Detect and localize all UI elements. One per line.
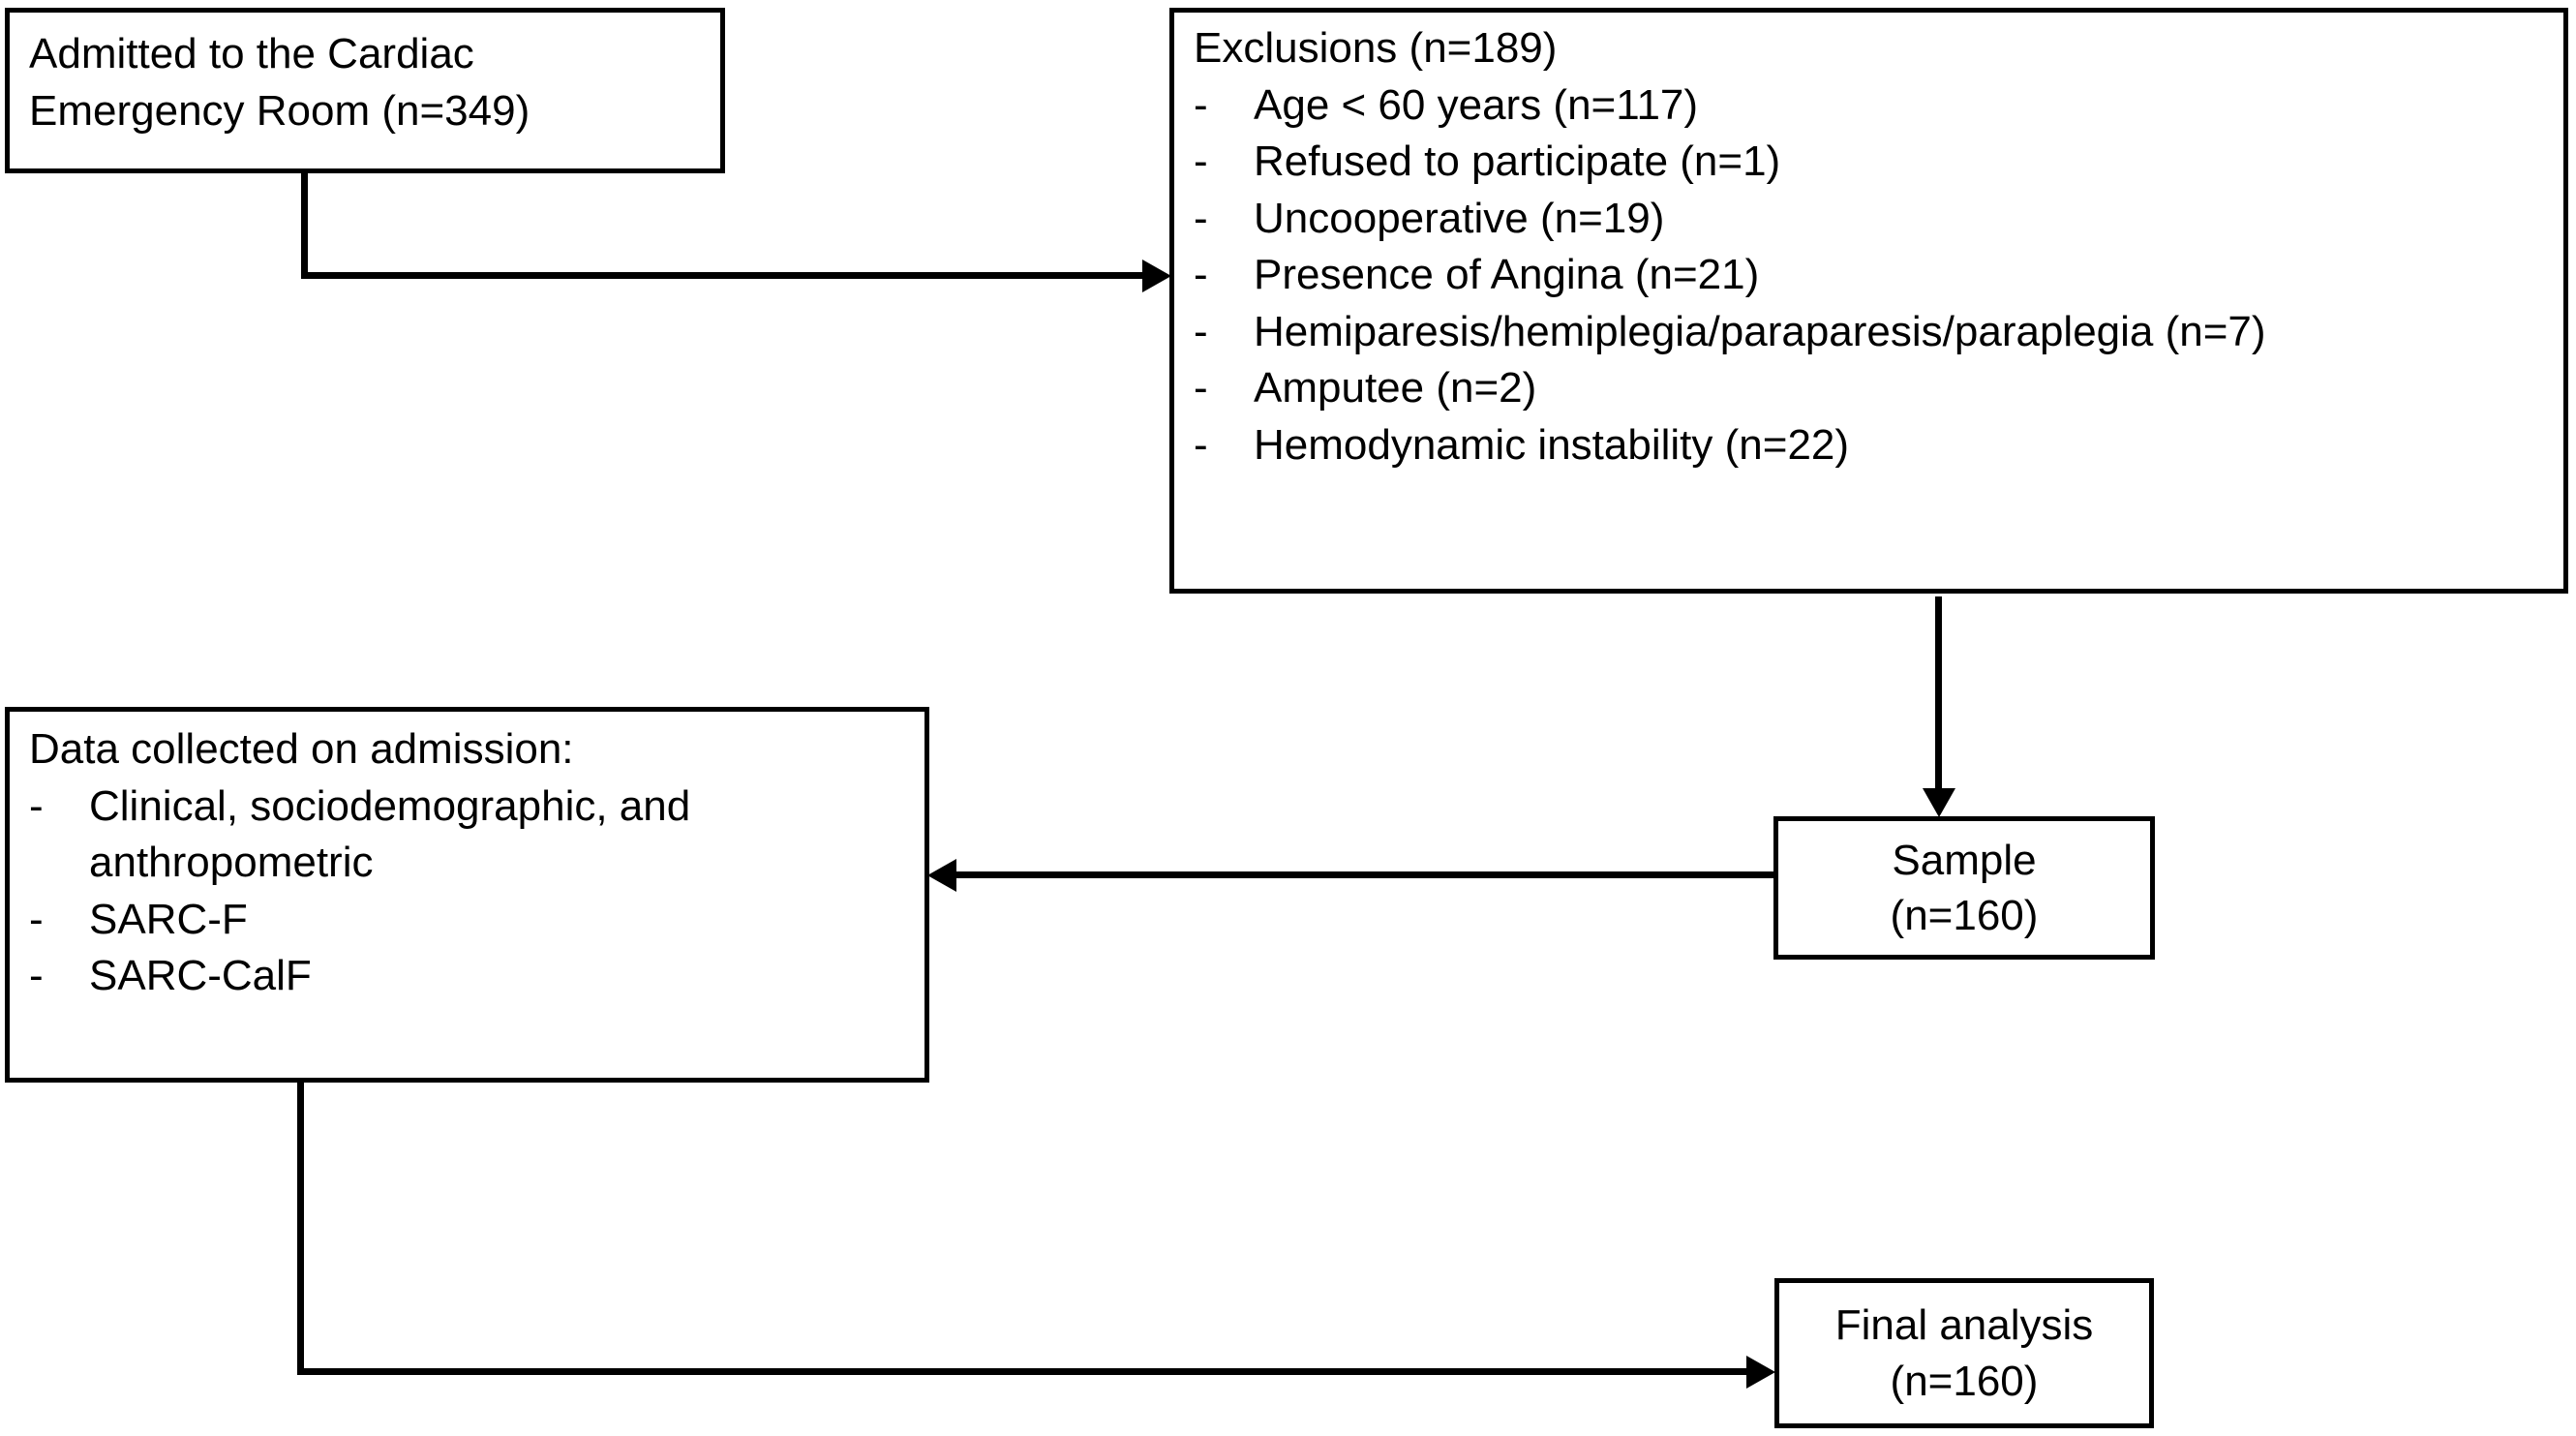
node-data-collected-heading: Data collected on admission:: [29, 725, 574, 773]
bullet-dash: -: [1194, 194, 1208, 242]
bullet-dash: -: [1194, 307, 1208, 355]
bullet-dash: -: [29, 895, 44, 943]
list-item: - SARC-CalF: [29, 948, 909, 1005]
node-sample-body: Sample (n=160): [1778, 821, 2150, 955]
list-item: - Refused to participate (n=1): [1194, 134, 2548, 191]
bullet-dash: -: [29, 952, 44, 1000]
node-final-analysis: Final analysis (n=160): [1774, 1278, 2154, 1428]
list-item-label: SARC-CalF: [89, 952, 312, 1000]
list-item: - SARC-F: [29, 892, 909, 949]
edge-admitted-to-exclusions-horizontal: [301, 272, 1151, 279]
node-exclusions-list: - Age < 60 years (n=117) - Refused to pa…: [1194, 77, 2548, 474]
edge-sample-to-data-arrowhead: [927, 859, 956, 892]
list-item-label: Hemiparesis/hemiplegia/paraparesis/parap…: [1254, 307, 2266, 355]
node-data-collected-body: Data collected on admission: - Clinical,…: [10, 712, 924, 1013]
bullet-dash: -: [1194, 364, 1208, 412]
list-item-label: Age < 60 years (n=117): [1254, 80, 1699, 129]
bullet-dash: -: [29, 781, 44, 830]
node-exclusions-body: Exclusions (n=189) - Age < 60 years (n=1…: [1174, 13, 2563, 481]
node-admitted-line2: Emergency Room (n=349): [29, 86, 530, 135]
list-item: - Clinical, sociodemographic, and anthro…: [29, 779, 909, 892]
node-final-analysis-line2: (n=160): [1890, 1357, 2039, 1405]
bullet-dash: -: [1194, 420, 1208, 469]
edge-data-to-final-vertical: [297, 1080, 304, 1375]
edge-data-to-final-horizontal: [297, 1368, 1749, 1375]
edge-exclusions-to-sample-vertical: [1935, 596, 1942, 794]
edge-admitted-to-exclusions-arrowhead: [1142, 260, 1171, 292]
node-admitted: Admitted to the Cardiac Emergency Room (…: [5, 8, 725, 173]
list-item-label: Hemodynamic instability (n=22): [1254, 420, 1850, 469]
list-item-label: Clinical, sociodemographic, and anthropo…: [89, 781, 691, 887]
node-sample-line2: (n=160): [1890, 892, 2039, 939]
list-item: - Hemiparesis/hemiplegia/paraparesis/par…: [1194, 304, 2548, 361]
node-admitted-body: Admitted to the Cardiac Emergency Room (…: [10, 13, 720, 147]
list-item-label: Refused to participate (n=1): [1254, 137, 1781, 186]
list-item-label: Uncooperative (n=19): [1254, 194, 1665, 242]
bullet-dash: -: [1194, 251, 1208, 299]
edge-data-to-final-arrowhead: [1746, 1356, 1775, 1389]
list-item-label: Amputee (n=2): [1254, 364, 1537, 412]
node-data-collected-list: - Clinical, sociodemographic, and anthro…: [29, 779, 909, 1005]
edge-admitted-to-exclusions-vertical: [301, 170, 308, 279]
node-exclusions-heading: Exclusions (n=189): [1194, 24, 1558, 72]
list-item: - Uncooperative (n=19): [1194, 191, 2548, 248]
node-exclusions: Exclusions (n=189) - Age < 60 years (n=1…: [1169, 8, 2568, 594]
list-item: - Presence of Angina (n=21): [1194, 247, 2548, 304]
node-final-analysis-body: Final analysis (n=160): [1779, 1283, 2149, 1423]
node-sample: Sample (n=160): [1773, 816, 2155, 960]
bullet-dash: -: [1194, 137, 1208, 186]
list-item: - Amputee (n=2): [1194, 360, 2548, 417]
node-admitted-line1: Admitted to the Cardiac: [29, 30, 474, 77]
bullet-dash: -: [1194, 80, 1208, 129]
node-data-collected: Data collected on admission: - Clinical,…: [5, 707, 929, 1083]
node-final-analysis-line1: Final analysis: [1834, 1301, 2094, 1350]
node-sample-line1: Sample: [1892, 836, 2037, 884]
list-item: - Hemodynamic instability (n=22): [1194, 417, 2548, 474]
list-item-label: SARC-F: [89, 895, 248, 943]
list-item: - Age < 60 years (n=117): [1194, 77, 2548, 135]
edge-exclusions-to-sample-arrowhead: [1923, 788, 1955, 817]
list-item-label: Presence of Angina (n=21): [1254, 251, 1760, 299]
edge-sample-to-data-horizontal: [956, 871, 1775, 878]
